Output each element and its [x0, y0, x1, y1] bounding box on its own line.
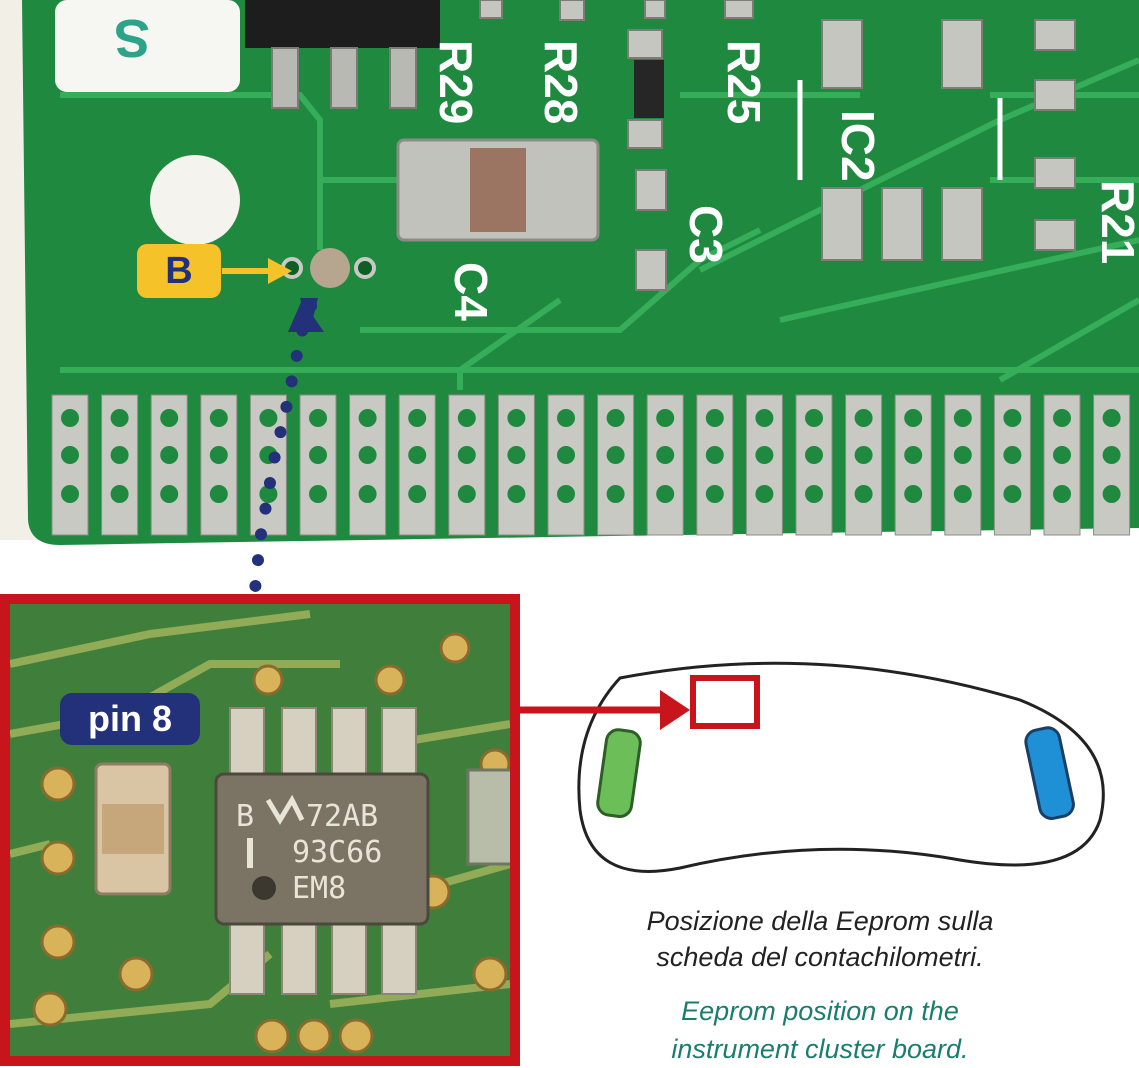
eeprom-location-marker — [690, 675, 760, 729]
caption-italian: Posizione della Eeprom sulla scheda del … — [560, 903, 1080, 975]
eeprom-closeup-photo: B 72AB 93C66 EM8 — [0, 594, 520, 1066]
silkscreen-r21: R21 — [1092, 180, 1139, 264]
left-gauge-green — [596, 728, 642, 819]
chip-marking-line2: 93C66 — [292, 835, 382, 870]
silkscreen-r25: R25 — [718, 40, 770, 124]
caption-english: Eeprom position on the instrument cluste… — [560, 992, 1080, 1068]
cluster-diagram — [520, 661, 1105, 873]
edge-connector-pad — [101, 394, 139, 536]
chip-marking-line3: EM8 — [292, 871, 346, 906]
chip-marking-line1: 72AB — [306, 799, 378, 834]
svg-text:S: S — [114, 8, 150, 68]
caption-english-line2: instrument cluster board. — [671, 1034, 969, 1064]
silkscreen-r29: R29 — [430, 40, 482, 124]
callout-pin8-label: pin 8 — [60, 693, 200, 745]
caption-italian-line1: Posizione della Eeprom sulla — [646, 906, 994, 936]
right-gauge-blue — [1024, 726, 1075, 820]
silkscreen-c4: C4 — [445, 262, 497, 321]
caption-italian-line2: scheda del contachilometri. — [656, 942, 984, 972]
silkscreen-c3: C3 — [680, 205, 732, 264]
silkscreen-r28: R28 — [535, 40, 587, 124]
callout-b-label: B — [137, 244, 221, 298]
chip-marking-prefix: B — [236, 799, 254, 834]
silkscreen-ic2: IC2 — [832, 110, 884, 182]
caption-english-line1: Eeprom position on the — [681, 996, 959, 1026]
